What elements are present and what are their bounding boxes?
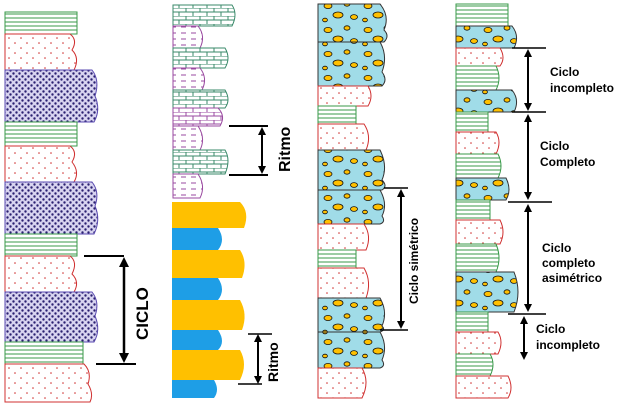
column-2-ritmo: Ritmo Ritmo bbox=[172, 4, 294, 398]
layer-dashes bbox=[172, 125, 204, 151]
layer-sand bbox=[4, 33, 78, 71]
layer-conglomerate bbox=[455, 89, 518, 113]
layer-lines bbox=[4, 121, 78, 147]
layer-sand bbox=[455, 219, 504, 245]
layer-lines bbox=[317, 249, 357, 269]
layer-conglomerate bbox=[455, 177, 510, 201]
column-4-ciclos: Ciclo incompleto Ciclo Completo Ciclo co… bbox=[455, 3, 614, 399]
layer-blue bbox=[172, 228, 222, 250]
layer-dashes bbox=[172, 67, 206, 91]
layer-lines bbox=[317, 105, 357, 125]
label-ciclo-simetrico: Ciclo simétrico bbox=[407, 218, 421, 304]
label-ciclo-asim-2: completo bbox=[542, 256, 595, 270]
layer-conglomerate bbox=[317, 331, 386, 369]
layer-lines bbox=[455, 111, 489, 133]
layer-lines bbox=[455, 65, 500, 91]
layer-lines bbox=[4, 233, 78, 257]
layer-sand bbox=[317, 85, 372, 107]
layer-lines bbox=[4, 11, 78, 35]
layer-conglomerate bbox=[317, 41, 386, 87]
layer-sand bbox=[455, 131, 500, 155]
layer-sand bbox=[317, 223, 370, 251]
layer-yellow bbox=[172, 250, 245, 278]
layer-lines bbox=[455, 243, 500, 273]
label-ciclo-completo-2: Completo bbox=[540, 155, 595, 169]
layer-lines bbox=[455, 153, 502, 179]
layer-lines bbox=[455, 199, 491, 221]
layer-lines bbox=[455, 353, 494, 377]
layer-dense-dots bbox=[4, 69, 99, 123]
layer-sand bbox=[4, 145, 78, 183]
layer-yellow bbox=[172, 350, 244, 380]
layer-sand bbox=[455, 47, 504, 67]
layer-dense-dots bbox=[4, 291, 99, 343]
layer-conglomerate bbox=[317, 149, 386, 191]
layer-sand bbox=[317, 123, 370, 151]
layer-yellow bbox=[172, 202, 247, 228]
layer-blue bbox=[172, 380, 217, 398]
layer-bricks bbox=[172, 89, 229, 109]
label-ritmo-bottom: Ritmo bbox=[265, 342, 281, 382]
label-ciclo-asim-3: asimétrico bbox=[542, 271, 602, 285]
layer-bricks bbox=[172, 4, 236, 27]
layer-sand bbox=[317, 267, 370, 299]
layer-lines bbox=[455, 311, 489, 333]
layer-yellow bbox=[172, 300, 245, 330]
layer-sand bbox=[4, 255, 78, 293]
label-ciclo: CICLO bbox=[133, 287, 152, 340]
label-ciclo-incompleto-bot-1: Ciclo bbox=[536, 322, 565, 336]
layer-conglomerate bbox=[317, 3, 388, 43]
layer-conglomerate bbox=[317, 189, 386, 225]
layer-sand bbox=[455, 331, 502, 355]
layer-dashes bbox=[172, 173, 204, 199]
label-ciclo-incompleto-top-2: incompleto bbox=[550, 81, 614, 95]
layer-bricks bbox=[172, 47, 229, 69]
layer-dense-dots bbox=[4, 181, 99, 235]
layer-mixed bbox=[172, 107, 224, 127]
label-ciclo-asim-1: Ciclo bbox=[542, 241, 571, 255]
layer-dashes bbox=[172, 25, 204, 49]
label-ciclo-incompleto-top-1: Ciclo bbox=[550, 65, 579, 79]
column-3-ciclo-simetrico: Ciclo simétrico bbox=[317, 3, 421, 399]
layer-bricks bbox=[172, 149, 229, 175]
layer-blue bbox=[172, 330, 222, 350]
layer-lines bbox=[4, 341, 84, 365]
layer-sand bbox=[455, 375, 512, 399]
column-1-ciclo: CICLO bbox=[4, 11, 152, 403]
label-ciclo-incompleto-bot-2: incompleto bbox=[536, 338, 600, 352]
layer-sand bbox=[4, 363, 93, 403]
layer-lines bbox=[455, 3, 509, 27]
layer-sand bbox=[317, 367, 367, 399]
label-ciclo-completo-1: Ciclo bbox=[540, 139, 569, 153]
layer-conglomerate bbox=[455, 271, 519, 313]
layer-conglomerate bbox=[455, 25, 518, 49]
layer-blue bbox=[172, 278, 222, 300]
label-ritmo-top: Ritmo bbox=[277, 126, 294, 172]
layer-conglomerate bbox=[317, 297, 386, 333]
